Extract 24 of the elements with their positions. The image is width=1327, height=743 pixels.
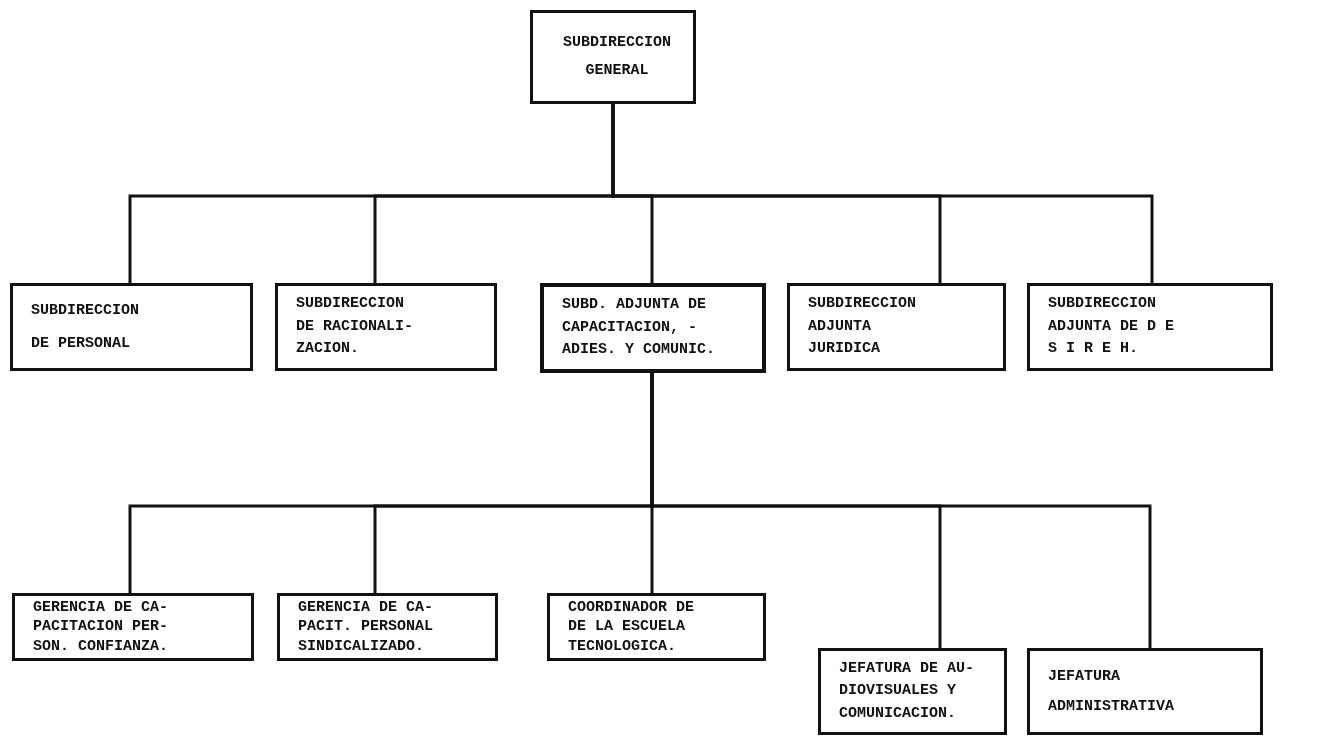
org-box [275, 283, 497, 371]
org-box [540, 283, 766, 373]
org-label: SUBDIRECCION ADJUNTA DE D E S I R E H. [1048, 294, 1176, 360]
org-box [547, 593, 766, 661]
org-label: SUBDIRECCION DE RACIONALI- ZACION. [296, 294, 415, 360]
org-box [1027, 648, 1263, 735]
org-label: JEFATURA ADMINISTRATIVA [1048, 666, 1176, 717]
org-box [818, 648, 1007, 735]
org-label: SUBD. ADJUNTA DE CAPACITACION, - ADIES. Y COMUNIC. [562, 295, 717, 361]
org-label: SUBDIRECCION GENERAL [562, 32, 672, 81]
org-label: COORDINADOR DE DE LA ESCUELA TECNOLOGICA. [568, 597, 696, 657]
org-box [530, 10, 696, 104]
org-box [1027, 283, 1273, 371]
org-label: GERENCIA DE CA- PACIT. PERSONAL SINDICALIZADO. [298, 597, 435, 657]
org-label: SUBDIRECCION DE PERSONAL [31, 301, 141, 354]
connector-line [650, 373, 1152, 648]
org-label: GERENCIA DE CA- PACITACION PER- SON. CONFIANZA. [33, 597, 170, 657]
org-box [12, 593, 254, 661]
connector-line [611, 104, 1154, 283]
org-label: SUBDIRECCION ADJUNTA JURIDICA [808, 294, 918, 360]
org-box [787, 283, 1006, 371]
org-label: JEFATURA DE AU- DIOVISUALES Y COMUNICACION. [839, 658, 976, 724]
org-box [277, 593, 498, 661]
org-box [10, 283, 253, 371]
